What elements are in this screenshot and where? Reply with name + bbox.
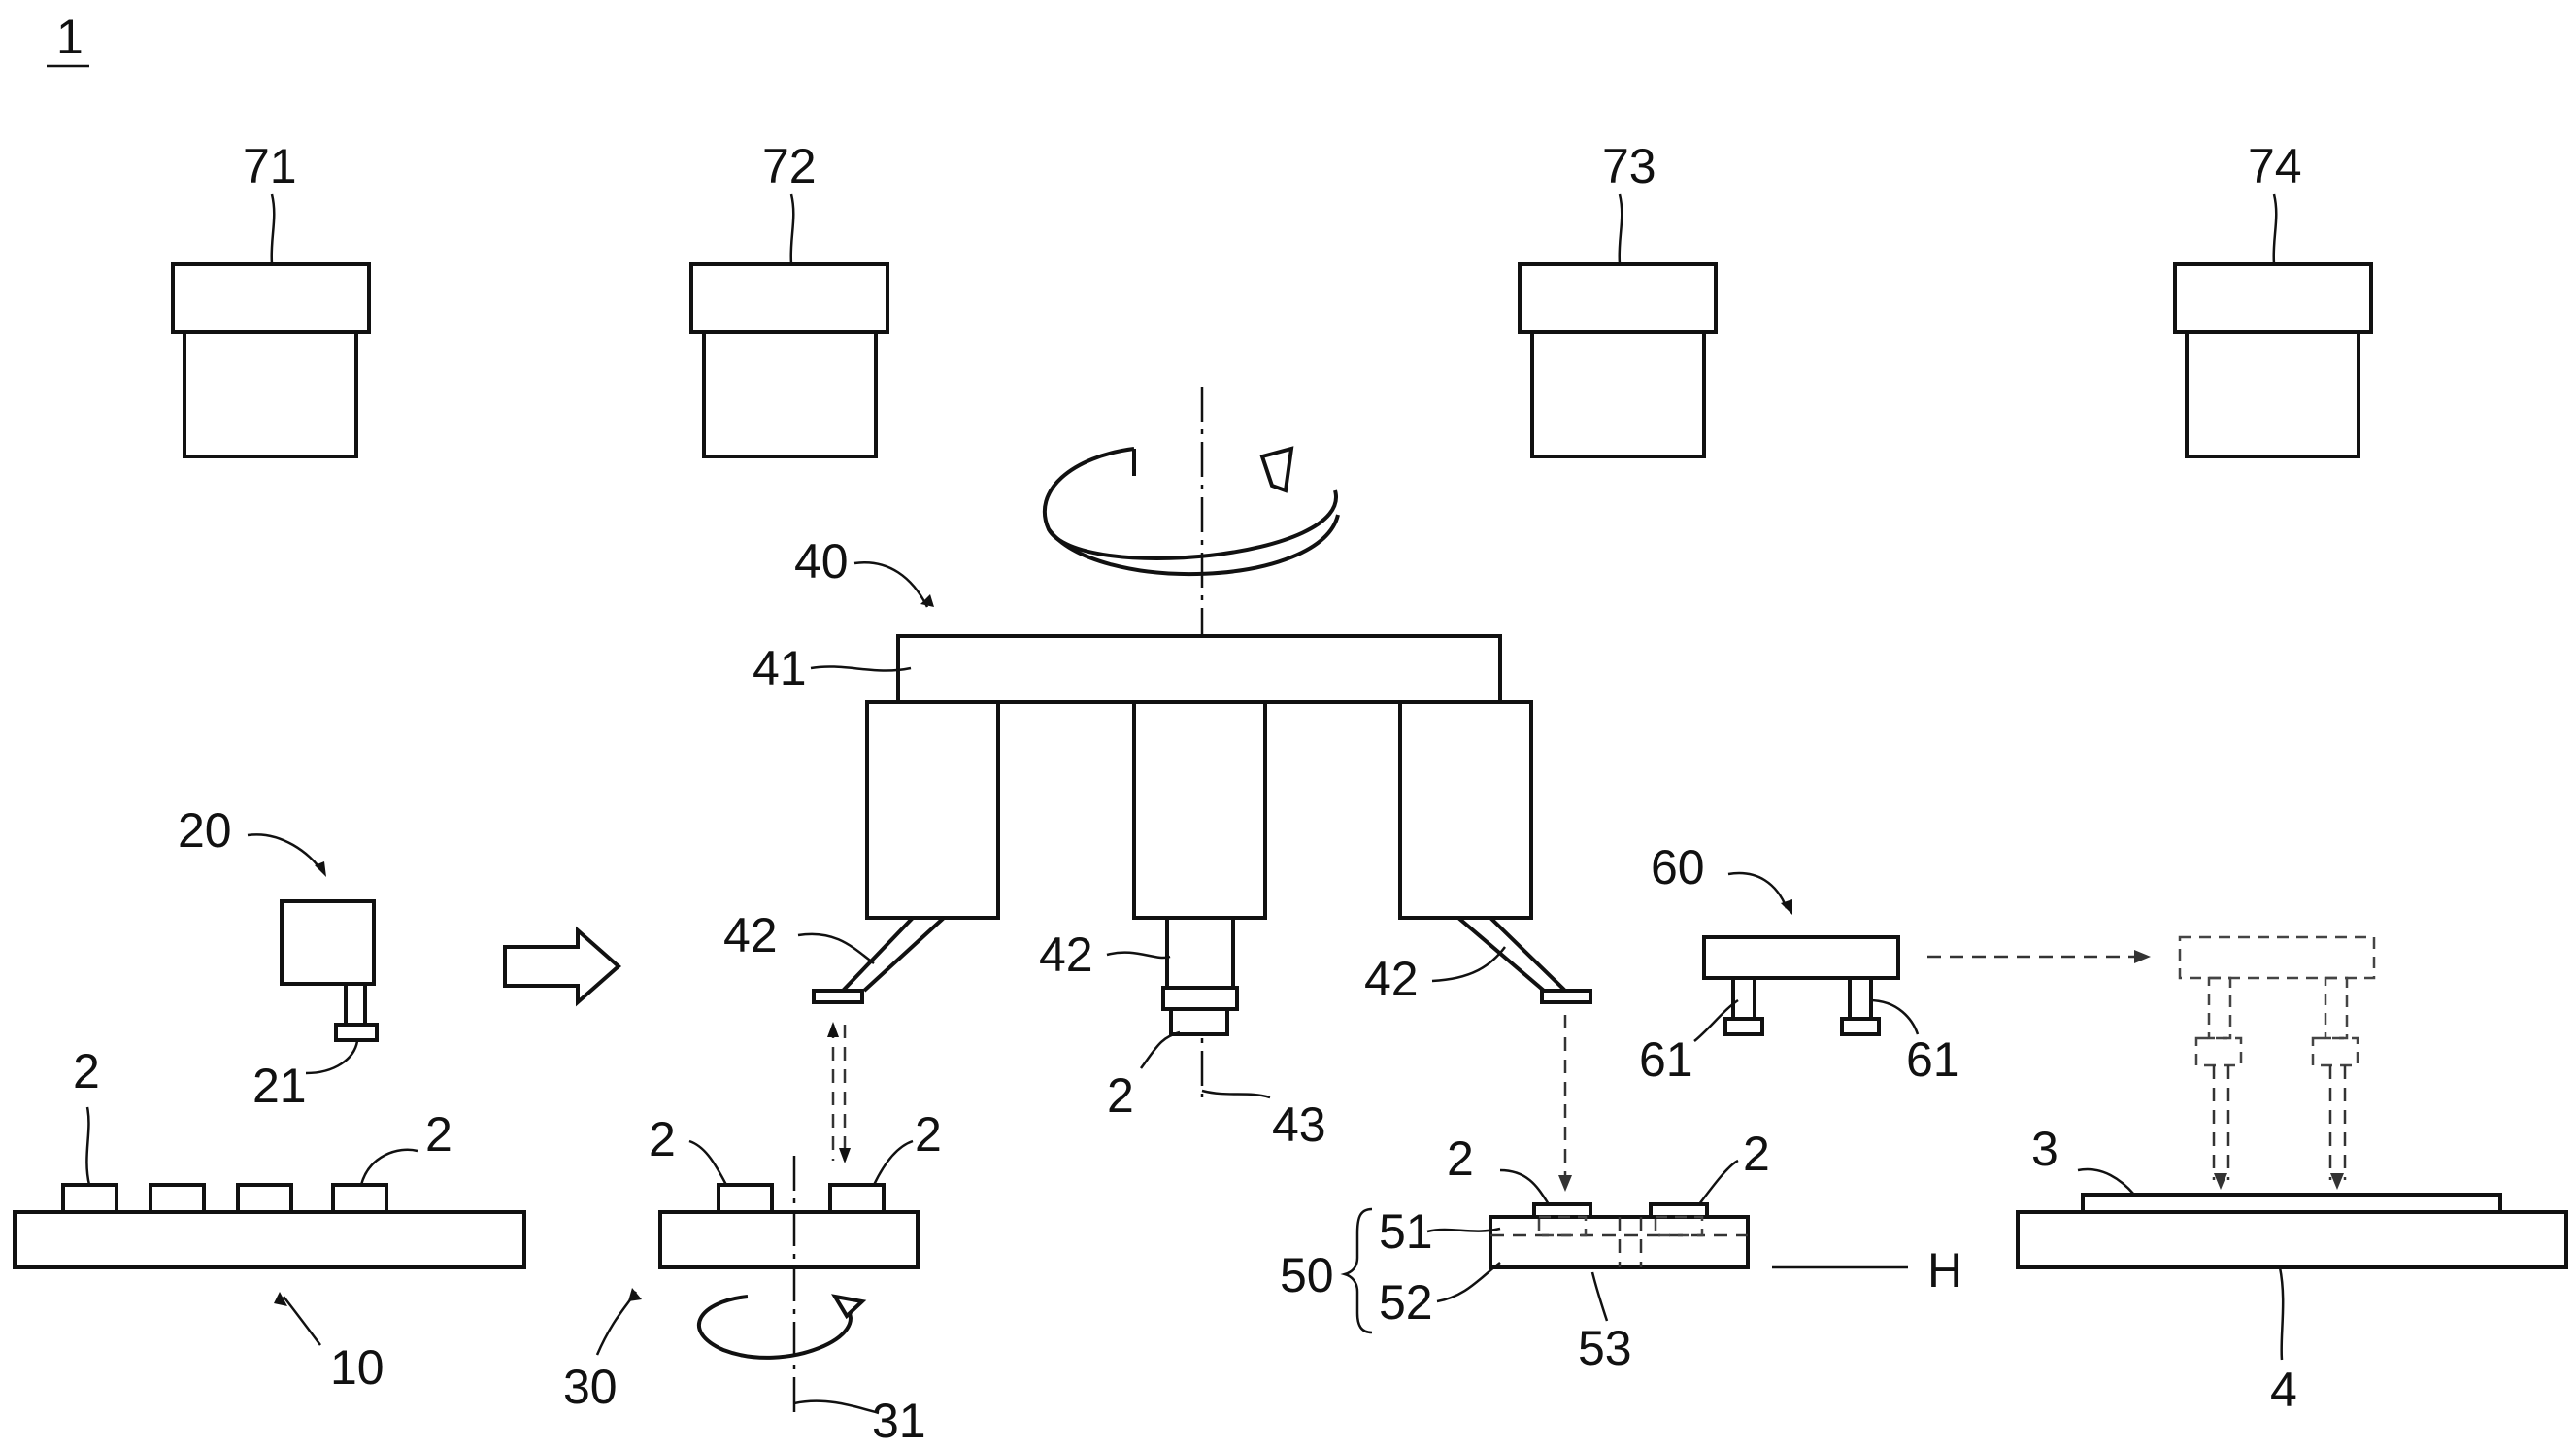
figure-reference: 1: [47, 10, 89, 68]
chip-2: [61, 1183, 118, 1214]
turret-arm-left: [865, 700, 1000, 920]
turret-rotation-arrow: [1042, 446, 1340, 577]
camera-73: 73: [1518, 139, 1718, 458]
label-42-left: 42: [723, 908, 778, 962]
label-72: 72: [762, 139, 817, 193]
nozzle-42-right: 42: [1364, 916, 1592, 1006]
chip-2: [149, 1183, 206, 1214]
label-43: 43: [1272, 1097, 1326, 1152]
chip-2: [331, 1183, 388, 1214]
label-10: 10: [330, 1340, 385, 1395]
chip-2: [828, 1183, 886, 1214]
label-2-test-b: 2: [1743, 1127, 1770, 1181]
pickup-head-21: [344, 982, 367, 1027]
label-40: 40: [794, 534, 849, 589]
label-74: 74: [2248, 139, 2302, 193]
label-2-rotary-a: 2: [649, 1112, 676, 1166]
label-53: 53: [1578, 1321, 1632, 1375]
placement-module-ghost: [2178, 935, 2376, 980]
turret-arm-right: [1398, 700, 1533, 920]
label-60: 60: [1651, 840, 1705, 894]
carrier-base-4: [2016, 1210, 2568, 1269]
label-2-chip-center: 2: [1107, 1068, 1134, 1123]
label-21: 21: [252, 1059, 307, 1113]
label-52: 52: [1379, 1275, 1433, 1330]
label-71: 71: [243, 139, 297, 193]
label-20: 20: [178, 803, 232, 858]
label-42-center: 42: [1039, 927, 1093, 982]
target-substrate-3: 3 4: [2016, 1122, 2568, 1417]
label-4: 4: [2270, 1363, 2297, 1417]
transfer-direction-arrow: [503, 926, 622, 1007]
chip-2: [1532, 1202, 1592, 1219]
pickup-unit-20: 20 21: [178, 803, 379, 1113]
label-2-source-b: 2: [425, 1107, 452, 1162]
source-platform-10: 2 2 10: [13, 1044, 526, 1395]
label-2-source-a: 2: [73, 1044, 100, 1098]
label-73: 73: [1602, 139, 1656, 193]
label-42-right: 42: [1364, 952, 1419, 1006]
label-2-test-a: 2: [1447, 1131, 1474, 1186]
nozzle-42-center: 42 2: [1039, 916, 1239, 1123]
rotary-platform-30: 2 2 31 30: [563, 1022, 942, 1448]
camera-71: 71: [171, 139, 371, 458]
turret-arm-center: [1132, 700, 1267, 920]
chip-2: [236, 1183, 293, 1214]
label-61-left: 61: [1639, 1032, 1693, 1087]
figure-ref-label: 1: [56, 10, 84, 64]
transfer-mechanism-40: 40 41 42 42 2: [723, 534, 1592, 1152]
camera-74: 74: [2173, 139, 2373, 458]
camera-72: 72: [689, 139, 889, 458]
chip-2: [717, 1183, 774, 1214]
label-50: 50: [1280, 1248, 1334, 1302]
label-51: 51: [1379, 1204, 1433, 1259]
placement-module-60: 60 61 61: [1639, 840, 2376, 1190]
label-30: 30: [563, 1360, 618, 1414]
label-31: 31: [872, 1394, 926, 1448]
label-61-right: 61: [1906, 1032, 1960, 1087]
label-H: H: [1927, 1243, 1962, 1298]
nozzle-42-left: 42: [723, 908, 946, 1004]
turret-plate-41: [896, 634, 1502, 704]
chip-2: [1649, 1202, 1709, 1219]
label-3: 3: [2031, 1122, 2058, 1176]
label-2-rotary-b: 2: [915, 1107, 942, 1162]
label-41: 41: [753, 641, 807, 695]
test-platform-50: 2 2 51 52 50 53 H: [1280, 1015, 1962, 1375]
